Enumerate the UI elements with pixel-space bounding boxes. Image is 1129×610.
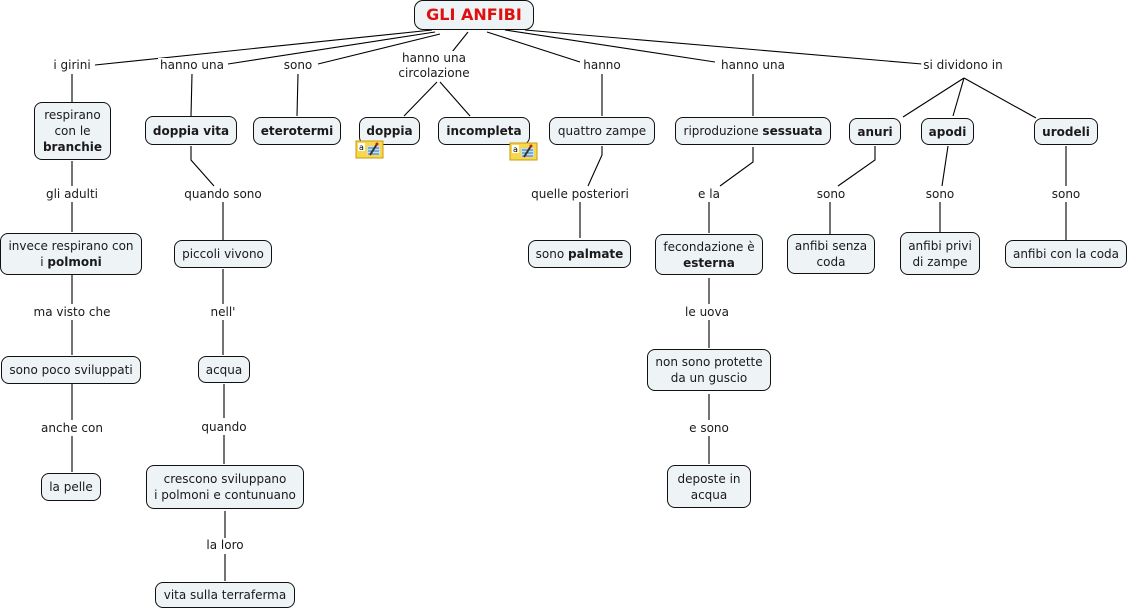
concept-deposte-in-acqua[interactable]: deposte in acqua (667, 465, 751, 508)
link-label[interactable]: sono (281, 58, 315, 73)
concept-text: esterna (683, 255, 735, 270)
link-label[interactable]: hanno una circolazione (396, 51, 472, 81)
concept-text: i polmoni e contunuano (154, 488, 296, 502)
link-label[interactable]: la loro (204, 538, 246, 553)
svg-text:a: a (513, 145, 518, 154)
concept-text: deposte in (677, 471, 741, 486)
concept-urodeli[interactable]: urodeli (1034, 118, 1098, 145)
concept-riproduzione-sessuata[interactable]: riproduzione sessuata (675, 117, 831, 145)
link-label[interactable]: hanno (581, 58, 623, 73)
concept-poco-sviluppati[interactable]: sono poco sviluppati (1, 356, 141, 384)
concept-apodi[interactable]: apodi (921, 118, 974, 145)
concept-vita-terraferma[interactable]: vita sulla terraferma (155, 582, 295, 608)
svg-text:a: a (359, 143, 364, 152)
concept-text: da un guscio (670, 371, 748, 385)
concept-sono-palmate[interactable]: sono palmate (528, 240, 631, 268)
link-label-line: circolazione (398, 66, 470, 80)
concept-doppia-vita[interactable]: doppia vita (145, 116, 237, 145)
concept-text: coda (816, 255, 846, 269)
concept-text: i polmoni (40, 255, 102, 269)
concept-text: fecondazione è (663, 239, 755, 254)
concept-non-protette[interactable]: non sono protette da un guscio (647, 349, 771, 391)
root-concept-gli-anfibi[interactable]: GLI ANFIBI (414, 0, 534, 30)
concept-crescono[interactable]: crescono sviluppano i polmoni e contunua… (146, 465, 304, 509)
concept-eterotermi[interactable]: eterotermi (253, 117, 341, 145)
concept-anfibi-con-coda[interactable]: anfibi con la coda (1005, 240, 1127, 268)
concept-text: respirano (44, 108, 101, 122)
link-label[interactable]: quando (199, 420, 249, 435)
concept-text: acqua (690, 487, 728, 502)
link-label[interactable]: quelle posteriori (529, 187, 631, 202)
concept-text: anfibi privi (908, 238, 972, 253)
concept-respirano-branchie[interactable]: respirano con le branchie (34, 102, 111, 160)
concept-text: non sono protette (655, 355, 763, 369)
concept-doppia[interactable]: doppia (359, 117, 420, 145)
concept-text: invece respirano con (8, 239, 134, 253)
concept-text: branchie (42, 140, 103, 154)
link-label[interactable]: nell' (208, 305, 238, 320)
concept-anfibi-senza-coda[interactable]: anfibi senza coda (787, 234, 875, 274)
concept-fecondazione-esterna[interactable]: fecondazione è esterna (655, 234, 763, 275)
concept-respirano-polmoni[interactable]: invece respirano con i polmoni (0, 233, 142, 275)
concept-acqua[interactable]: acqua (198, 356, 250, 383)
concept-text: sessuata (762, 124, 823, 138)
link-label[interactable]: sono (1049, 187, 1083, 202)
link-label[interactable]: ma visto che (31, 305, 113, 320)
concept-piccoli-vivono[interactable]: piccoli vivono (174, 240, 272, 268)
concept-anuri[interactable]: anuri (849, 118, 901, 145)
concept-text: anfibi senza (794, 239, 868, 253)
link-label[interactable]: hanno una (158, 58, 226, 73)
concept-incompleta[interactable]: incompleta (438, 117, 530, 145)
concept-text: con le (54, 124, 91, 138)
link-label-line: hanno una (402, 51, 466, 65)
note-annotation-icon[interactable]: a (509, 142, 538, 161)
link-label[interactable]: sono (923, 187, 957, 202)
link-label[interactable]: si dividono in (921, 58, 1005, 73)
note-annotation-icon[interactable]: a (355, 140, 384, 159)
concept-text: sono (535, 247, 569, 261)
concept-la-pelle[interactable]: la pelle (41, 473, 101, 501)
link-label[interactable]: sono (814, 187, 848, 202)
link-label[interactable]: e la (696, 187, 722, 202)
link-label[interactable]: gli adulti (43, 187, 101, 202)
link-label[interactable]: i girini (51, 58, 93, 73)
concept-text: crescono sviluppano (163, 472, 287, 486)
concept-text: di zampe (912, 254, 968, 269)
concept-text: riproduzione (683, 124, 763, 138)
link-label[interactable]: le uova (683, 305, 731, 320)
concept-anfibi-privi-zampe[interactable]: anfibi privi di zampe (900, 232, 980, 275)
concept-text: palmate (568, 247, 624, 261)
link-label[interactable]: anche con (39, 421, 105, 436)
link-label[interactable]: hanno una (719, 58, 787, 73)
link-label[interactable]: quando sono (182, 187, 264, 202)
link-label[interactable]: e sono (687, 421, 731, 436)
concept-quattro-zampe[interactable]: quattro zampe (549, 117, 655, 145)
